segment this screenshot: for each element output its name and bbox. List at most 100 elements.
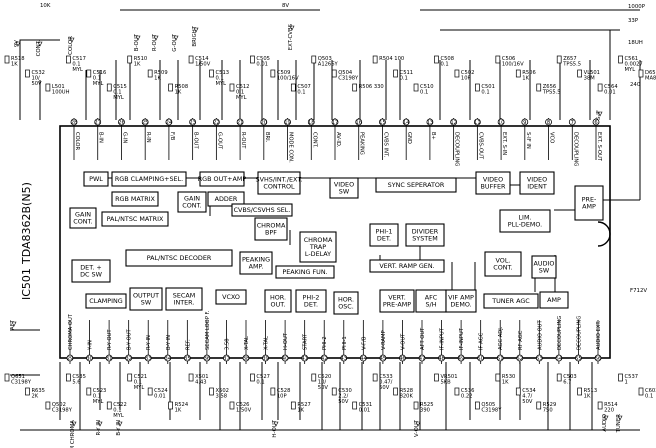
bottom-pin-number: 37: [223, 356, 230, 362]
bottom-pin-37: 373.58: [223, 320, 230, 364]
bottom-pin-label: REF.: [185, 339, 191, 350]
top-pin-27: 27B-IN: [94, 118, 104, 160]
bottom-pin-label: V-RAMP: [381, 330, 387, 350]
bottom-pin-label: H-OUT: [283, 332, 289, 350]
block-rgb_out: RGB OUT+AMP: [198, 171, 246, 187]
component-c_d650: D650MA859: [638, 69, 656, 81]
ic-label: IC501 TDA8362B(N5): [20, 182, 33, 300]
top-pin-number: 18: [308, 120, 315, 126]
bottom-pin-number: 56: [595, 356, 602, 362]
net-label-n_ry: R-Y IN: [96, 420, 103, 435]
block-vol_cont: VOL.CONT.: [484, 251, 522, 277]
block-label-tuner_agc: TUNER AGC: [491, 297, 530, 305]
top-pin-number: 12: [450, 120, 457, 126]
bottom-pin-label: PHI-1: [342, 336, 348, 350]
bottom-pin-45: 45V-RAMP: [379, 320, 387, 364]
block-label-lim_pll: LIM.PLL-DEMO.: [508, 214, 542, 229]
block-pre_amp: PRE-AMP: [574, 185, 604, 221]
net-label-text: R-Y IN: [96, 420, 102, 435]
block-label-rgb_matrix: RGB MATRIX: [115, 195, 155, 203]
bottom-pin-33: 33R-Y IN: [144, 320, 152, 364]
bottom-pin-number: 55: [575, 356, 582, 362]
bottom-pin-30: 30Y-IN: [86, 320, 94, 364]
net-label-text: AUDIO: [602, 414, 608, 432]
bottom-pin-number: 51: [497, 356, 504, 362]
top-pin-label: B-IN: [98, 132, 104, 143]
top-pin-9: 9S-IF IN: [521, 118, 531, 160]
top-pin-number: 22: [213, 120, 220, 126]
net-label-text: BRIGHT: [192, 25, 198, 46]
top-pin-label: DECOUPLING: [454, 132, 460, 166]
bottom-pin-label: X-TAL: [244, 336, 250, 350]
net-label-n_hout: H-OUT: [272, 419, 279, 438]
top-pin-label: COLOR: [74, 132, 80, 150]
bottom-pin-number: 46: [399, 356, 406, 362]
block-pwl: PWL: [83, 171, 109, 187]
net-label-text: 10K: [40, 3, 51, 9]
bottom-pin-label: R-Y IN: [146, 335, 152, 350]
component-label: R504 100: [379, 56, 404, 62]
top-pin-label: G-OUT: [216, 132, 222, 150]
top-pin-label: S-IF IN: [525, 132, 531, 149]
top-pin-label: MODE CON.: [288, 132, 294, 163]
top-pin-number: 16: [355, 120, 362, 126]
component-c_r506: R506 330: [352, 83, 384, 92]
bottom-pin-label: IF AGC: [479, 332, 485, 350]
block-svhs: SVHS/INT./EXT.CONTROL: [256, 171, 302, 195]
net-label-text: AFT: [10, 319, 16, 330]
net-label-text: CONT.: [36, 40, 42, 57]
block-vert_ramp: VERT. RAMP GEN.: [369, 259, 445, 273]
component-c_c603: C6030.1: [638, 387, 656, 399]
bottom-pin-number: 39: [262, 356, 269, 362]
bottom-pin-label: V-F/B: [361, 336, 367, 350]
block-label-det_dc: DET. +DC SW: [80, 264, 102, 279]
net-label-text: V-OUT: [414, 419, 420, 437]
top-pin-22: 22G-OUT: [212, 118, 222, 160]
